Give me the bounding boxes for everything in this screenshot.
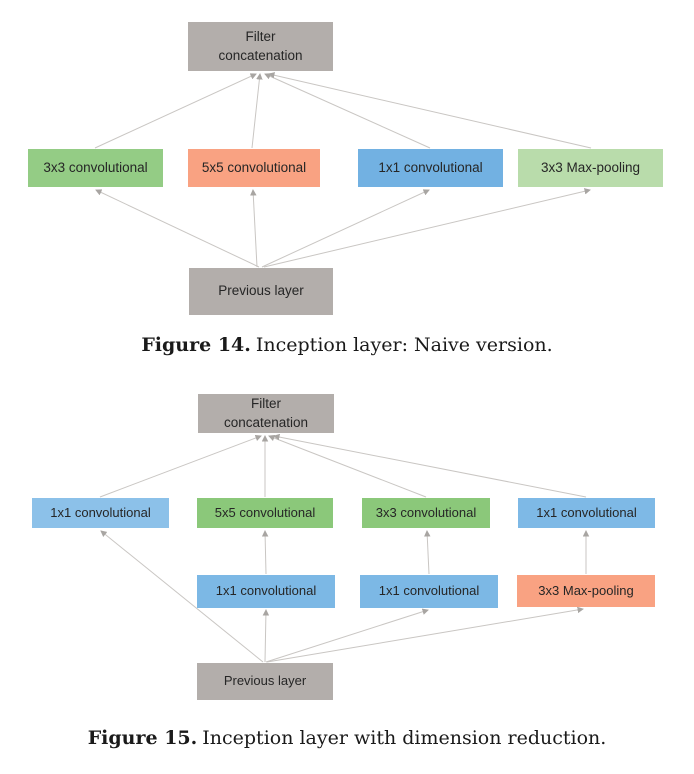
edge	[273, 433, 587, 498]
node-1x1-convolutional-reduce: 1x1 convolutional	[197, 575, 335, 608]
node-3x3-convolutional: 3x3 convolutional	[28, 149, 163, 187]
edge	[424, 530, 431, 575]
edge	[94, 73, 257, 149]
edge	[99, 434, 262, 498]
figure-14-caption-label: Figure 14.	[141, 334, 251, 356]
edge	[262, 609, 270, 663]
node-filter-concatenation: Filter concatenation	[198, 394, 334, 433]
node-previous-layer: Previous layer	[189, 268, 333, 315]
edge	[250, 189, 258, 268]
node-1x1-convolutional: 1x1 convolutional	[518, 498, 655, 528]
edge	[261, 189, 430, 268]
figure-14-caption: Figure 14.Inception layer: Naive version…	[0, 334, 694, 356]
edge	[268, 72, 592, 149]
node-1x1-convolutional: 1x1 convolutional	[358, 149, 503, 187]
edge	[263, 188, 591, 268]
edge	[266, 606, 584, 663]
node-1x1-convolutional: 1x1 convolutional	[32, 498, 169, 528]
node-previous-layer: Previous layer	[197, 663, 333, 700]
edge	[261, 530, 269, 575]
edge	[95, 189, 260, 268]
node-3x3-convolutional: 3x3 convolutional	[362, 498, 490, 528]
edge	[264, 73, 431, 149]
figure-15-caption: Figure 15.Inception layer with dimension…	[0, 727, 694, 749]
edge	[251, 73, 263, 149]
node-filter-concatenation: Filter concatenation	[188, 22, 333, 71]
node-3x3-max-pooling: 3x3 Max-pooling	[517, 575, 655, 607]
figure-15-caption-label: Figure 15.	[87, 727, 198, 749]
figure-14-caption-text: Inception layer: Naive version.	[255, 334, 553, 356]
edge	[265, 608, 429, 663]
edge	[268, 434, 427, 498]
figure-15-caption-text: Inception layer with dimension reduction…	[202, 727, 607, 749]
node-5x5-convolutional: 5x5 convolutional	[188, 149, 320, 187]
node-1x1-convolutional-reduce: 1x1 convolutional	[360, 575, 498, 608]
node-5x5-convolutional: 5x5 convolutional	[197, 498, 333, 528]
node-3x3-max-pooling: 3x3 Max-pooling	[518, 149, 663, 187]
